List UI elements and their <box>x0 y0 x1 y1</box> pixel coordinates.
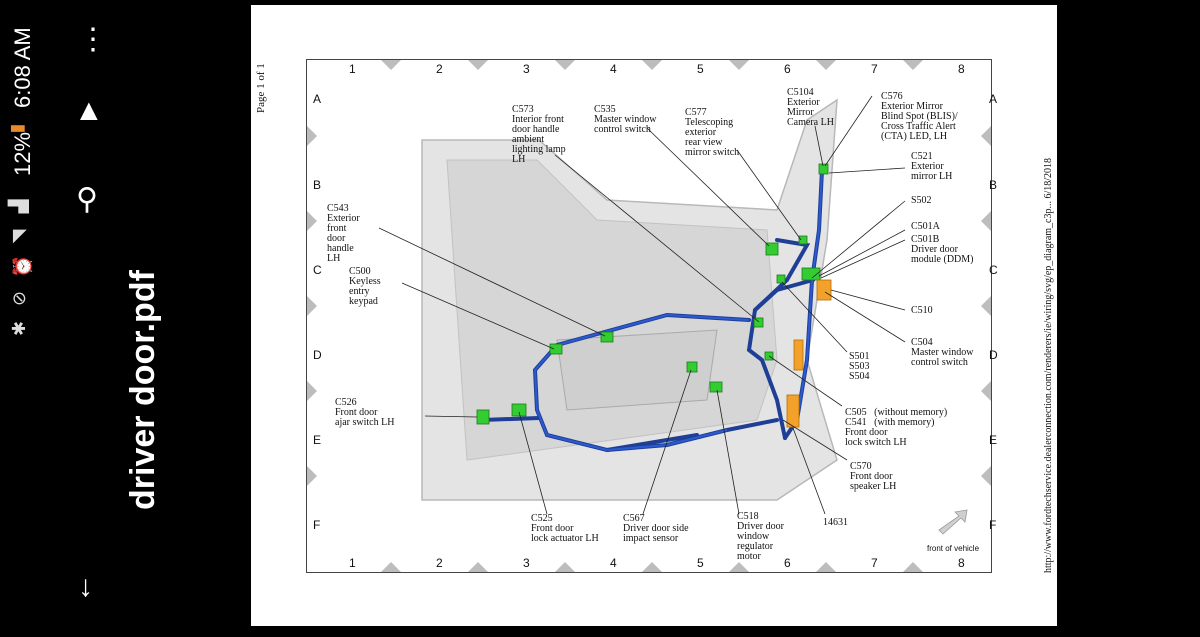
label-c567: C567 Driver door side impact sensor <box>623 513 689 544</box>
mute-icon: ⊘ <box>9 290 30 307</box>
row-d-right: D <box>989 348 998 362</box>
col-7-bottom: 7 <box>871 556 878 570</box>
label-c500: C500 Keyless entry keypad <box>349 266 381 307</box>
label-c510: C510 <box>911 305 933 316</box>
drive-add-icon[interactable]: ▲ <box>74 94 104 127</box>
col-7-top: 7 <box>871 62 878 76</box>
wifi-icon: ◥ <box>8 229 29 244</box>
signal-icon: ▟ <box>8 199 29 214</box>
col-2-bottom: 2 <box>436 556 443 570</box>
source-url: http://www.fordtechservice.dealerconnect… <box>1043 157 1054 573</box>
row-f-right: F <box>989 518 997 532</box>
row-b-right: B <box>989 178 998 192</box>
battery-icon: ▮ <box>6 123 27 134</box>
row-e-right: E <box>989 433 998 447</box>
label-c570: C570 Front door speaker LH <box>850 461 897 492</box>
diagram-illustration <box>307 60 991 572</box>
col-1-top: 1 <box>349 62 356 76</box>
label-c5104: C5104 Exterior Mirror Camera LH <box>787 87 834 128</box>
label-c501b: C501B Driver door module (DDM) <box>911 234 974 265</box>
col-3-top: 3 <box>523 62 530 76</box>
label-c543: C543 Exterior front door handle LH <box>327 203 360 264</box>
pdf-page: Page 1 of 1 http://www.fordtechservice.d… <box>251 5 1057 626</box>
label-c521: C521 Exterior mirror LH <box>911 151 953 182</box>
front-arrow-icon <box>938 509 968 535</box>
alarm-icon: ⏰ <box>12 255 33 278</box>
label-c505: C505 (without memory) C541 (with memory)… <box>845 407 948 448</box>
row-b-left: B <box>313 178 322 192</box>
row-f-left: F <box>313 518 321 532</box>
app-bar: ⋮ ▲ ⚲ driver door.pdf ↓ <box>52 0 162 637</box>
col-5-top: 5 <box>697 62 704 76</box>
label-c526: C526 Front door ajar switch LH <box>335 397 395 428</box>
document-title: driver door.pdf <box>124 270 162 510</box>
label-s502: S502 <box>911 195 932 206</box>
label-14631: 14631 <box>823 517 848 528</box>
label-c535: C535 Master window control switch <box>594 104 657 135</box>
label-c501a: C501A <box>911 221 940 232</box>
col-4-bottom: 4 <box>610 556 617 570</box>
col-5-bottom: 5 <box>697 556 704 570</box>
label-c504: C504 Master window control switch <box>911 337 974 368</box>
clock: 6:08 AM <box>10 27 35 108</box>
row-e-left: E <box>313 433 322 447</box>
label-c573: C573 Interior front door handle ambient … <box>512 104 566 165</box>
col-8-top: 8 <box>958 62 965 76</box>
col-2-top: 2 <box>436 62 443 76</box>
label-c518: C518 Driver door window regulator motor <box>737 511 784 562</box>
label-c577: C577 Telescoping exterior rear view mirr… <box>685 107 740 158</box>
search-icon[interactable]: ⚲ <box>76 183 98 216</box>
more-vert-icon[interactable]: ⋮ <box>78 23 108 56</box>
col-8-bottom: 8 <box>958 556 965 570</box>
download-icon[interactable]: ↓ <box>78 570 93 603</box>
battery-percent: 12% <box>10 131 35 176</box>
bluetooth-icon: ✱ <box>9 320 30 337</box>
status-bar: ✱ ⊘ ⏰ ◥ ▟ 12% ▮ 6:08 AM <box>0 0 48 637</box>
col-6-bottom: 6 <box>784 556 791 570</box>
page-label: Page 1 of 1 <box>255 63 267 113</box>
row-c-left: C <box>313 263 322 277</box>
row-a-right: A <box>989 92 998 106</box>
col-4-top: 4 <box>610 62 617 76</box>
label-c576: C576 Exterior Mirror Blind Spot (BLIS)/ … <box>881 91 958 142</box>
label-c525: C525 Front door lock actuator LH <box>531 513 599 544</box>
col-3-bottom: 3 <box>523 556 530 570</box>
diagram-frame: 1 2 3 4 5 6 7 8 1 2 3 4 5 6 7 8 A B C D … <box>306 59 998 573</box>
row-c-right: C <box>989 263 998 277</box>
row-d-left: D <box>313 348 322 362</box>
row-a-left: A <box>313 92 322 106</box>
col-1-bottom: 1 <box>349 556 356 570</box>
label-s501: S501 S503 S504 <box>849 351 870 382</box>
front-of-vehicle-label: front of vehicle <box>927 544 980 553</box>
col-6-top: 6 <box>784 62 791 76</box>
